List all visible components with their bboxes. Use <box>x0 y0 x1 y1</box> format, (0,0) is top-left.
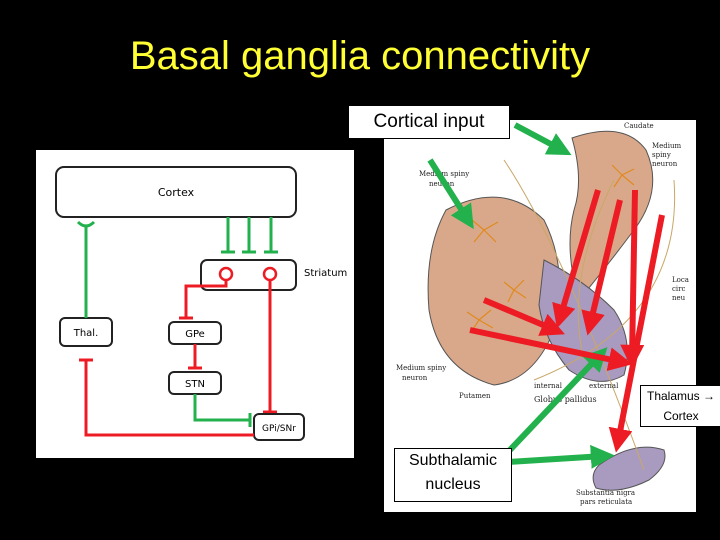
caudate-label: Caudate <box>624 122 654 130</box>
svg-text:Loca: Loca <box>672 276 689 284</box>
thalamus-line-1: Thalamus → <box>646 389 716 403</box>
svg-text:Medium: Medium <box>652 142 682 150</box>
subthalamic-nucleus-callout: Subthalamic nucleus <box>394 448 512 502</box>
svg-text:internal: internal <box>534 382 563 390</box>
neuron-glyphs <box>466 164 635 333</box>
putamen-shape <box>427 196 561 386</box>
circuit-svg: Cortex Striatum GPe STN <box>55 166 347 441</box>
striatum-output-arrows <box>179 280 277 414</box>
svg-text:Globus pallidus: Globus pallidus <box>534 395 597 404</box>
svg-text:pars reticulata: pars reticulata <box>580 498 632 506</box>
slide-title: Basal ganglia connectivity <box>129 34 591 78</box>
circuit-schematic: Cortex Striatum GPe STN <box>36 150 354 458</box>
thalamus-cortex-callout: Thalamus → Cortex <box>640 385 720 427</box>
thal-label: Thal. <box>73 328 99 339</box>
subthalamic-line-1: Subthalamic <box>408 452 498 469</box>
svg-text:Substantia nigra: Substantia nigra <box>576 489 635 497</box>
subthalamic-line-2: nucleus <box>425 476 481 493</box>
svg-text:neuron: neuron <box>402 374 428 382</box>
cortical-input-callout: Cortical input <box>348 105 510 139</box>
gpi-node <box>253 413 305 441</box>
svg-text:neu: neu <box>672 294 686 302</box>
cortex-node <box>55 166 297 218</box>
cortex-label: Cortex <box>158 186 195 199</box>
svg-text:Medium spiny: Medium spiny <box>419 170 469 178</box>
svg-text:Putamen: Putamen <box>459 392 491 400</box>
striatum-label: Striatum <box>304 268 347 279</box>
caudate-shape <box>569 130 654 302</box>
cortex-striatum-arrows <box>221 217 278 254</box>
thalamus-line-2: Cortex <box>663 409 699 423</box>
gpi-label: GPi/SNr <box>262 424 296 434</box>
substantia-nigra-shape <box>592 446 666 491</box>
svg-text:circ: circ <box>672 285 686 293</box>
svg-text:external: external <box>589 382 619 390</box>
svg-text:Medium spiny: Medium spiny <box>396 364 446 372</box>
gpe-label: GPe <box>185 329 205 340</box>
svg-text:spiny: spiny <box>652 151 671 159</box>
svg-text:neuron: neuron <box>652 160 678 168</box>
svg-text:neuron: neuron <box>429 180 455 188</box>
stn-label: STN <box>185 379 205 390</box>
